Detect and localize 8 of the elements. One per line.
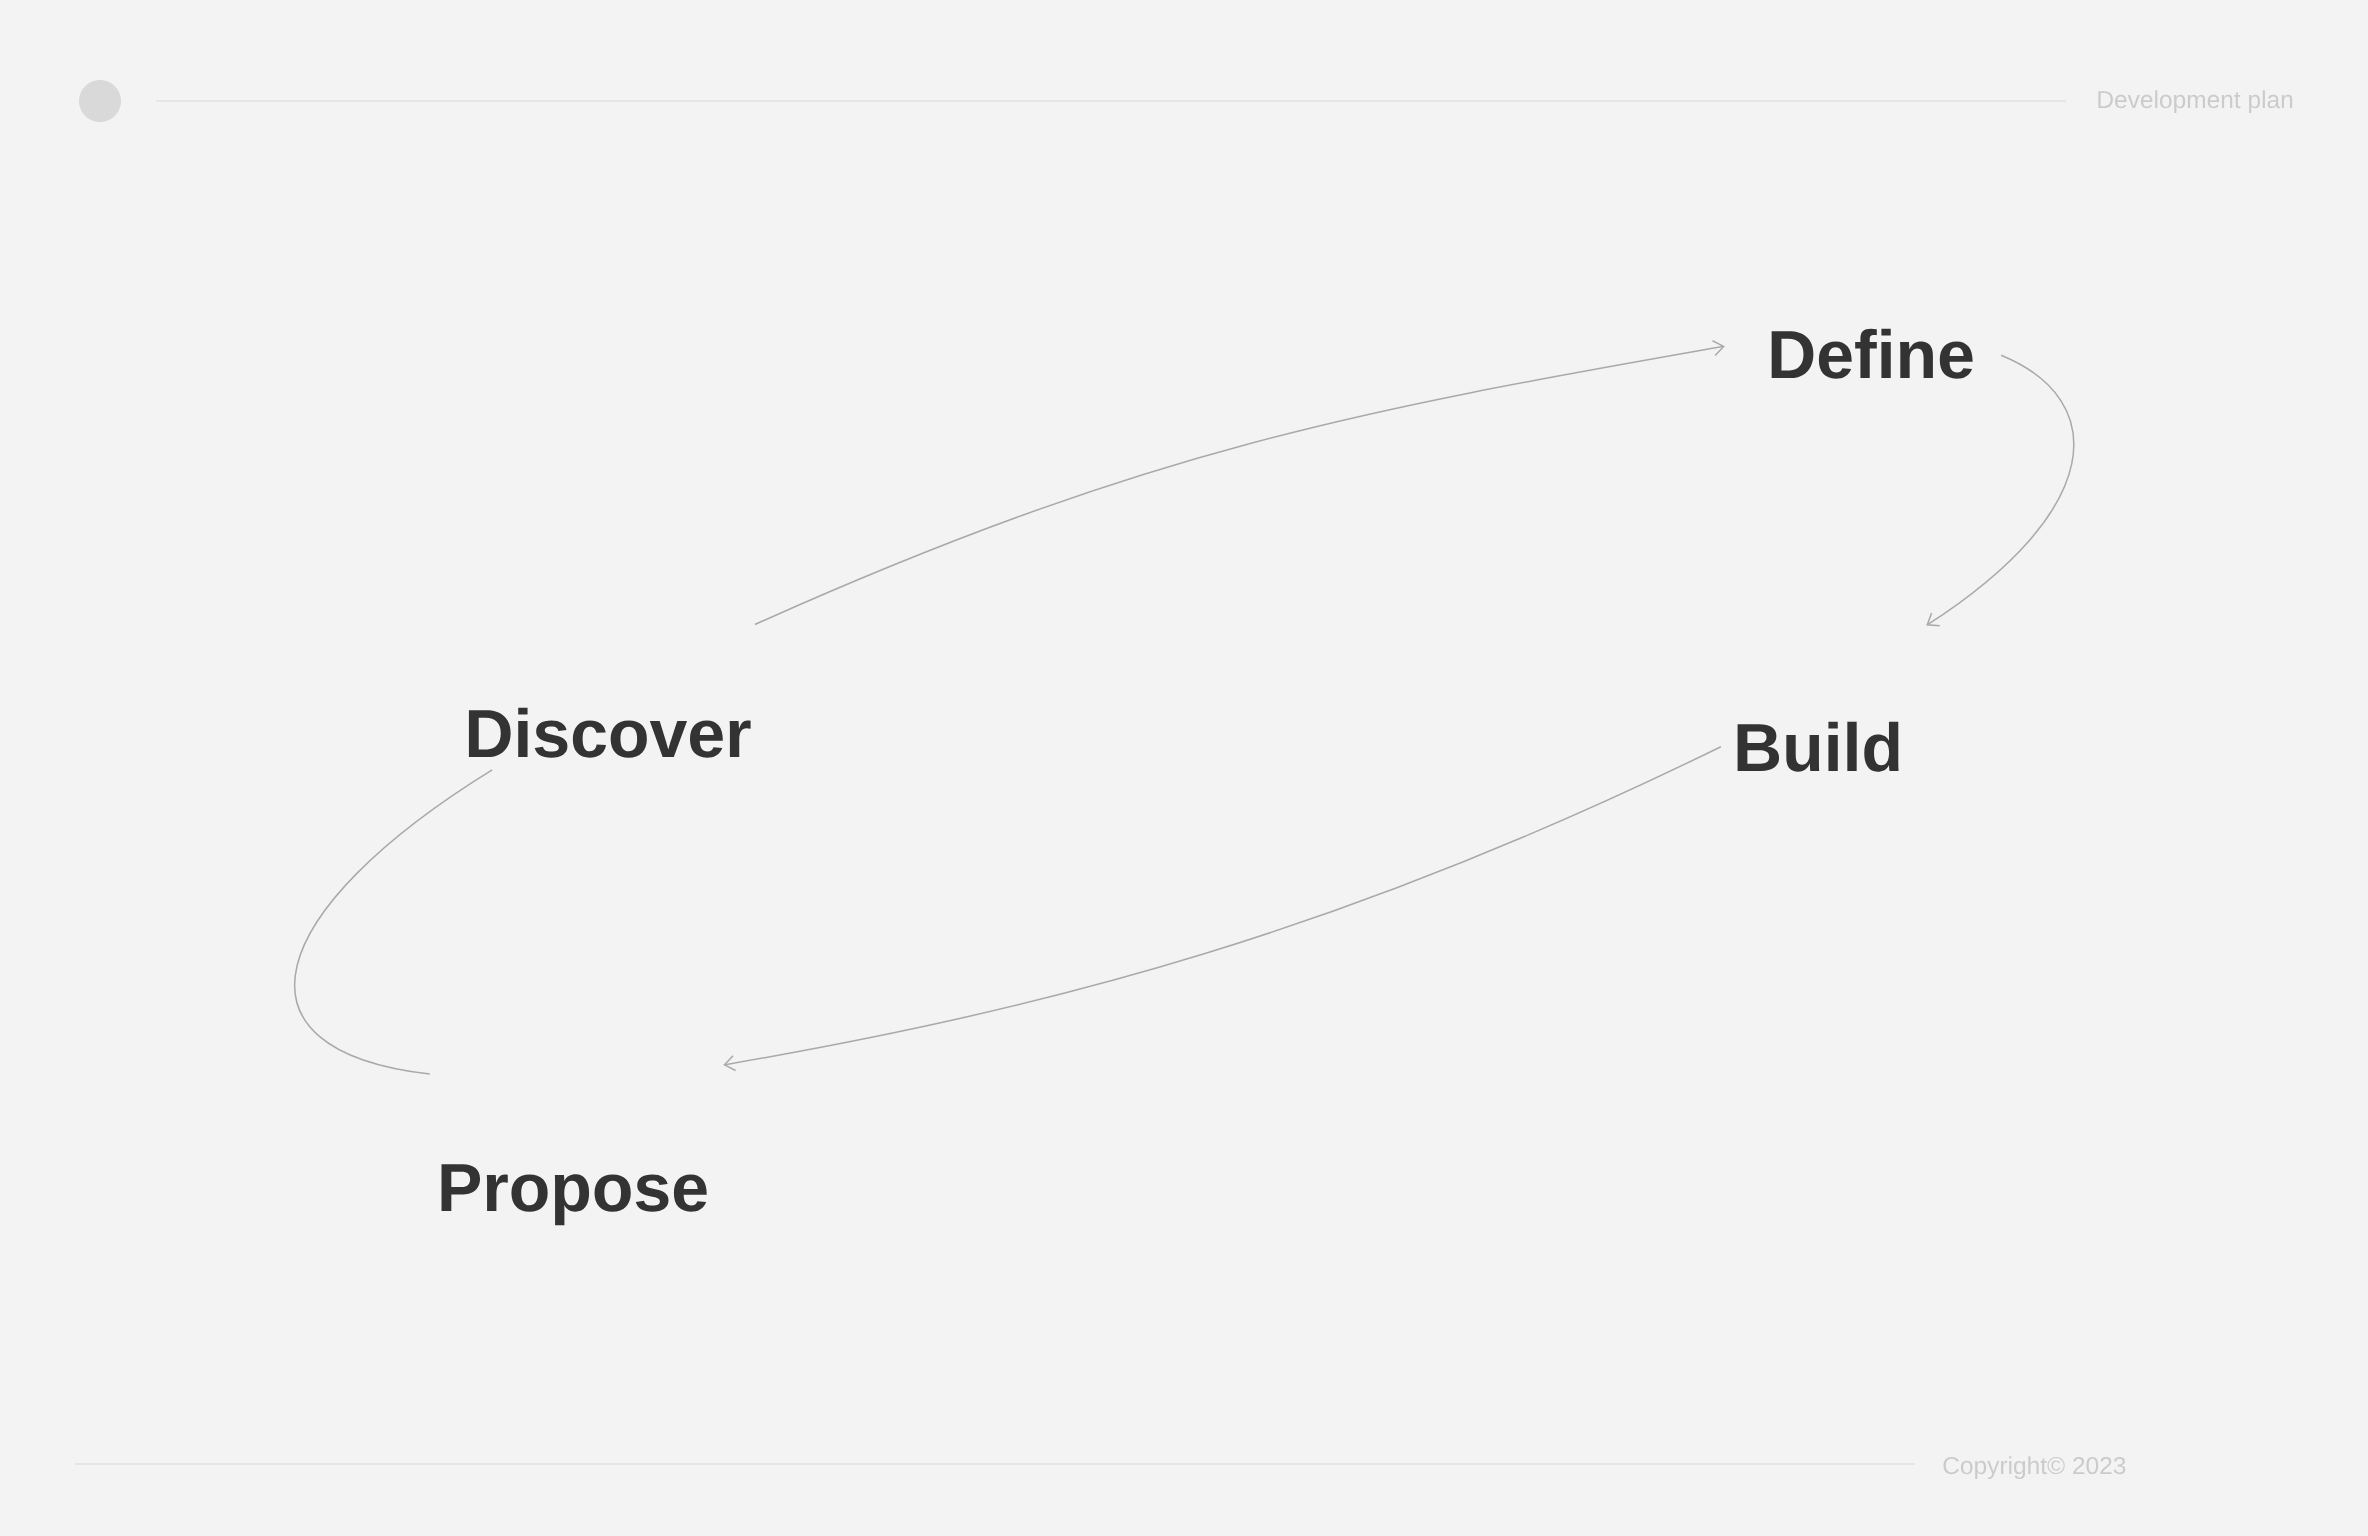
connector-line — [294, 769, 493, 1075]
phase-label: Build — [1737, 721, 1899, 772]
phase-label: Discover — [468, 707, 751, 758]
phase-label: Define — [1771, 328, 1973, 379]
arrow — [754, 340, 1725, 626]
phase-label: Propose — [441, 1164, 707, 1226]
arrow — [1926, 354, 2075, 627]
arrow — [723, 745, 1722, 1072]
